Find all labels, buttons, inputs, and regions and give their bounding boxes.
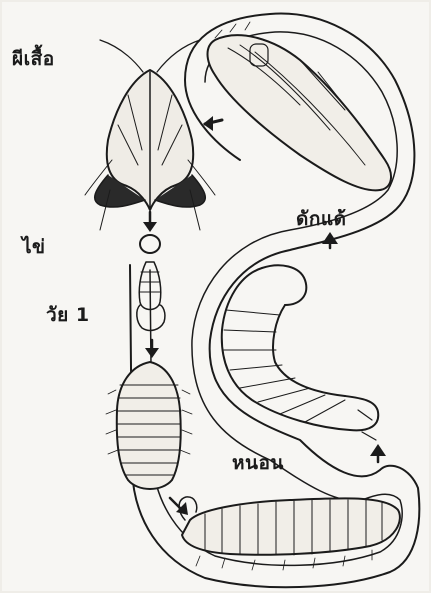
label-adult: ผีเสื้อ	[12, 44, 55, 74]
adult-moth-icon	[85, 40, 215, 230]
mature-larva-icon	[179, 497, 400, 570]
growing-larva-icon	[106, 362, 192, 489]
label-egg: ไข่	[22, 232, 46, 262]
pupa-icon	[208, 22, 392, 190]
label-larva: หนอน	[232, 448, 284, 478]
label-pupa: ดักแด้	[296, 204, 346, 234]
label-first-instar: วัย 1	[46, 300, 90, 330]
egg-icon	[140, 235, 160, 253]
